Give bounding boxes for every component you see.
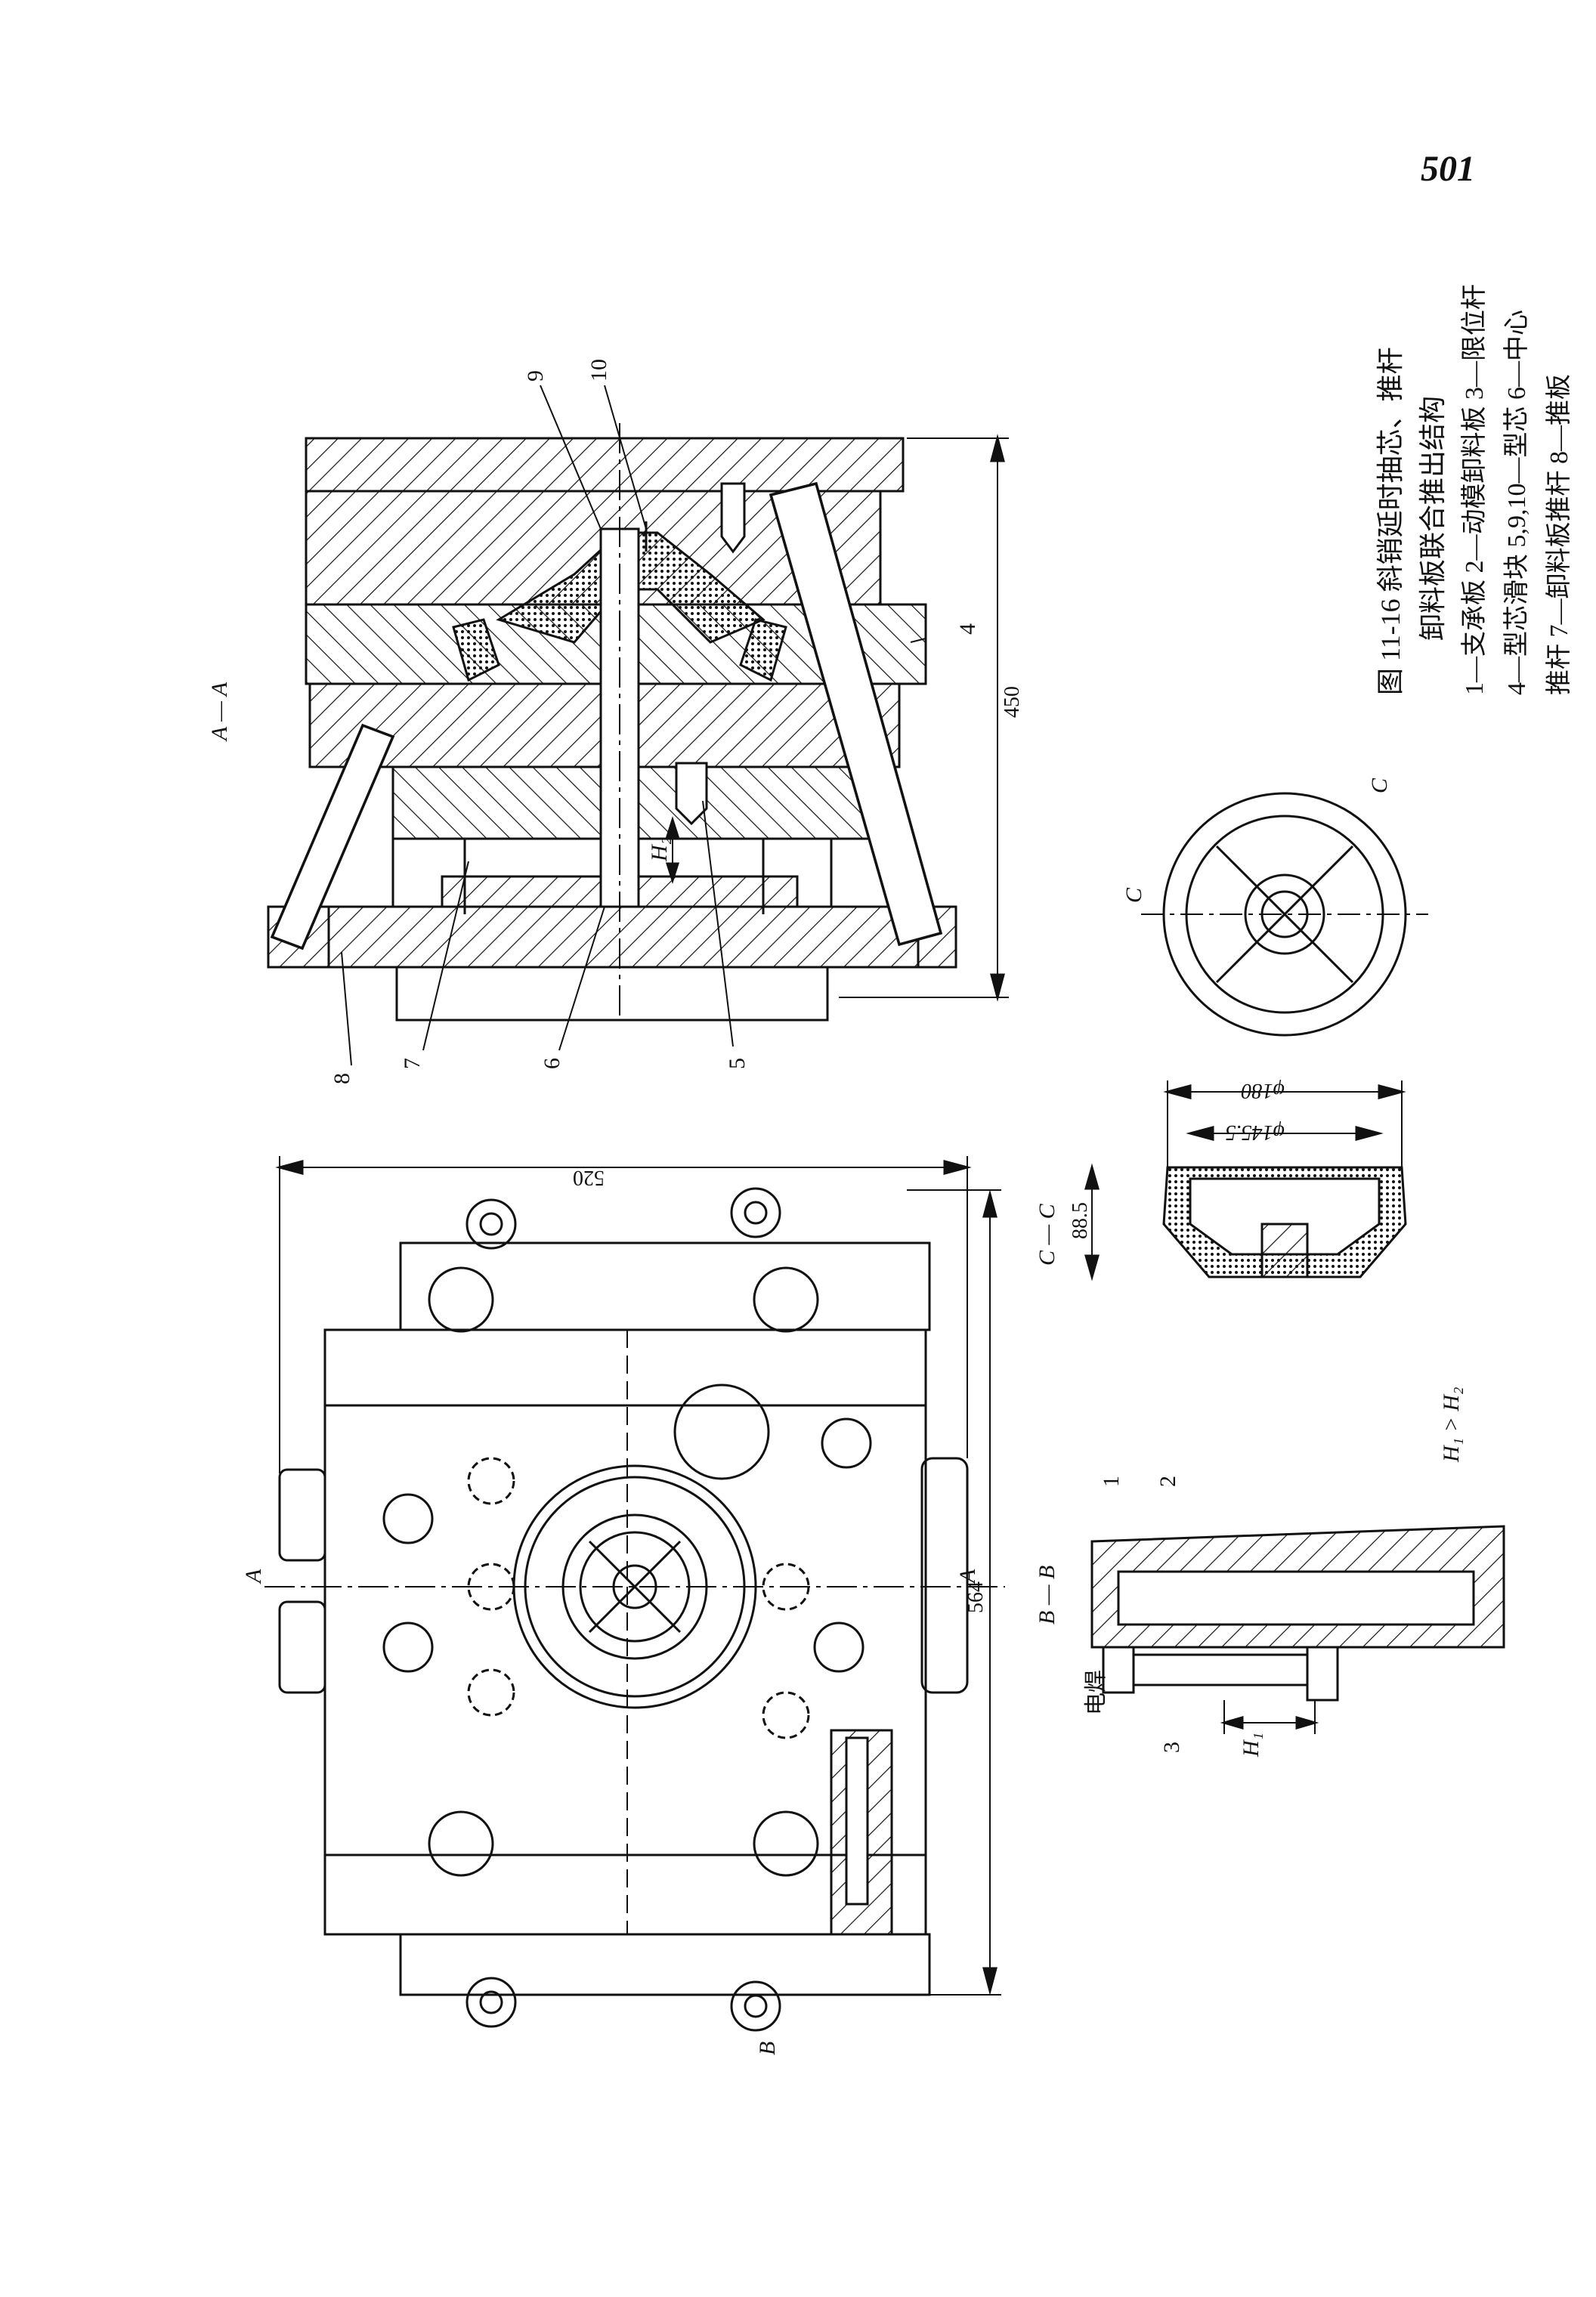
part-number-7: 7 [400, 1058, 425, 1069]
part-number-5: 5 [725, 1058, 750, 1069]
part-number-9: 9 [523, 370, 548, 382]
note-weld: 电焊 [1084, 1670, 1109, 1715]
part-number-3: 3 [1159, 1742, 1184, 1753]
dim-520: 520 [573, 1166, 605, 1189]
caption-legend-line-3: 推杆 7—卸料板推杆 8—推板 [1545, 374, 1573, 695]
part-number-10: 10 [586, 359, 611, 382]
dim-h1: H₁ [1239, 1733, 1264, 1758]
guide-bosses [428, 1187, 819, 2032]
dim-phi180: φ180 [1242, 1079, 1285, 1102]
marker-a-left: A [241, 1569, 266, 1584]
angle-pin-left [270, 723, 395, 951]
dim-450: 450 [1001, 686, 1024, 718]
caption-title-line-2: 卸料板联合推出结构 [1418, 395, 1448, 641]
dim-phi145-5: φ145.5 [1226, 1121, 1285, 1144]
labels: A — A B — B C — C 1 2 3 4 5 6 7 8 9 10 4… [207, 359, 1464, 2055]
label-section-cc: C — C [1035, 1203, 1059, 1266]
section-bb-view [1090, 1525, 1505, 1734]
marker-c-right: C [1367, 778, 1392, 793]
label-section-aa: A — A [207, 682, 232, 742]
caption-legend-line-2: 4—型芯滑块 5,9,10—型芯 6—中心 [1503, 310, 1531, 695]
angle-pin-right [769, 481, 943, 947]
dim-h2: H₂ [647, 837, 672, 862]
part-number-8: 8 [329, 1073, 354, 1084]
plan-view [264, 1156, 1005, 2032]
marker-a-right: A [955, 1569, 980, 1584]
dim-88-5: 88.5 [1069, 1202, 1092, 1239]
note-h-relation: H₁ > H₂ [1439, 1387, 1464, 1463]
figure-caption: 图 11-16 斜销延时抽芯、推杆 卸料板联合推出结构 1—支承板 2—动模卸料… [1369, 284, 1596, 695]
caption-legend-line-1: 1—支承板 2—动模卸料板 3—限位杆 [1461, 284, 1489, 695]
top-clamp-plate [305, 437, 905, 493]
end-view [1141, 792, 1428, 1037]
ejector-plate [327, 905, 920, 969]
part-number-6: 6 [540, 1058, 564, 1069]
page-number: 501 [1421, 149, 1475, 189]
label-section-bb: B — B [1035, 1566, 1059, 1625]
part-number-1: 1 [1099, 1476, 1124, 1487]
marker-c-left: C [1121, 887, 1146, 903]
marker-b: B [755, 2042, 780, 2055]
caption-title-line-1: 图 11-16 斜销延时抽芯、推杆 [1375, 347, 1406, 695]
part-number-4: 4 [955, 623, 980, 635]
bottom-clamp-plate [395, 966, 829, 1022]
part-number-2: 2 [1155, 1476, 1180, 1487]
section-aa-view [267, 385, 1009, 1066]
section-cc-view [1084, 1080, 1407, 1281]
dim-564: 564 [964, 1581, 988, 1613]
